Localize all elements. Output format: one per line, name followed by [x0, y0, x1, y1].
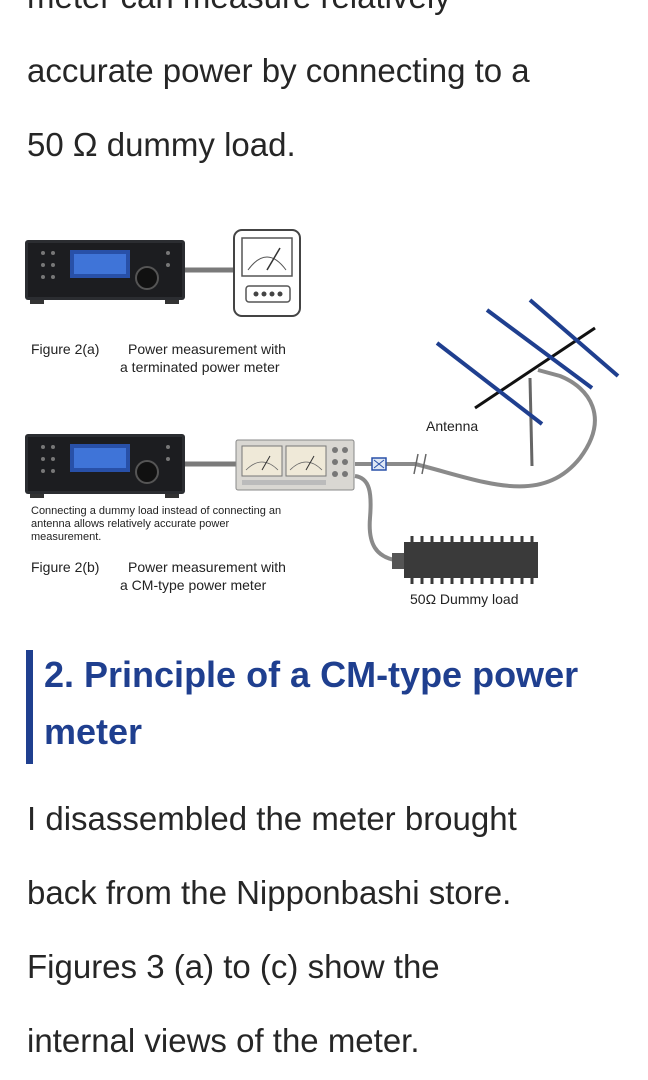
caption-b-label: Figure 2(b) [31, 559, 99, 575]
paragraph-line: meter can measure relatively [27, 0, 451, 16]
paragraph-line: Figures 3 (a) to (c) show the [27, 948, 440, 985]
paragraph-line: back from the Nipponbashi store. [27, 874, 512, 911]
section-heading: 2. Principle of a CM-type power meter [26, 646, 616, 766]
paragraph-line: I disassembled the meter brought [27, 800, 517, 837]
caption-b-line2: a CM-type power meter [120, 577, 267, 593]
cable-to-antenna [355, 368, 597, 489]
heading-accent-bar [26, 650, 33, 764]
cable-to-dummy-load [354, 474, 401, 563]
section-title-line2: meter [44, 711, 143, 752]
section-title: 2. Principle of a CM-type power meter [44, 646, 614, 760]
paragraph-line: accurate power by connecting to a [27, 52, 530, 89]
transceiver-a-icon [25, 240, 185, 304]
power-measurement-figure: Figure 2(a) Power measurement with a ter… [20, 218, 630, 618]
yagi-antenna-icon [435, 298, 620, 467]
caption-b-line1: Power measurement with [128, 559, 286, 575]
dummy-load-label: 50Ω Dummy load [410, 591, 519, 607]
paragraph-line: 50 Ω dummy load. [27, 126, 296, 163]
note-line3: measurement. [31, 531, 101, 543]
note-line2: antenna allows relatively accurate power [31, 518, 229, 530]
section-title-line1: 2. Principle of a CM-type power [44, 654, 579, 695]
transceiver-b-icon [25, 434, 185, 498]
terminated-power-meter-icon [233, 229, 301, 317]
cm-power-meter-icon [235, 439, 355, 491]
caption-a-line2: a terminated power meter [120, 359, 280, 375]
connector-icon [371, 457, 387, 471]
antenna-label: Antenna [426, 418, 478, 434]
caption-a-label: Figure 2(a) [31, 341, 99, 357]
paragraph-line: internal views of the meter. [27, 1022, 420, 1059]
caption-a-line1: Power measurement with [128, 341, 286, 357]
dummy-load-icon [392, 536, 538, 584]
break-mark [413, 453, 427, 475]
note-line1: Connecting a dummy load instead of conne… [31, 505, 281, 517]
